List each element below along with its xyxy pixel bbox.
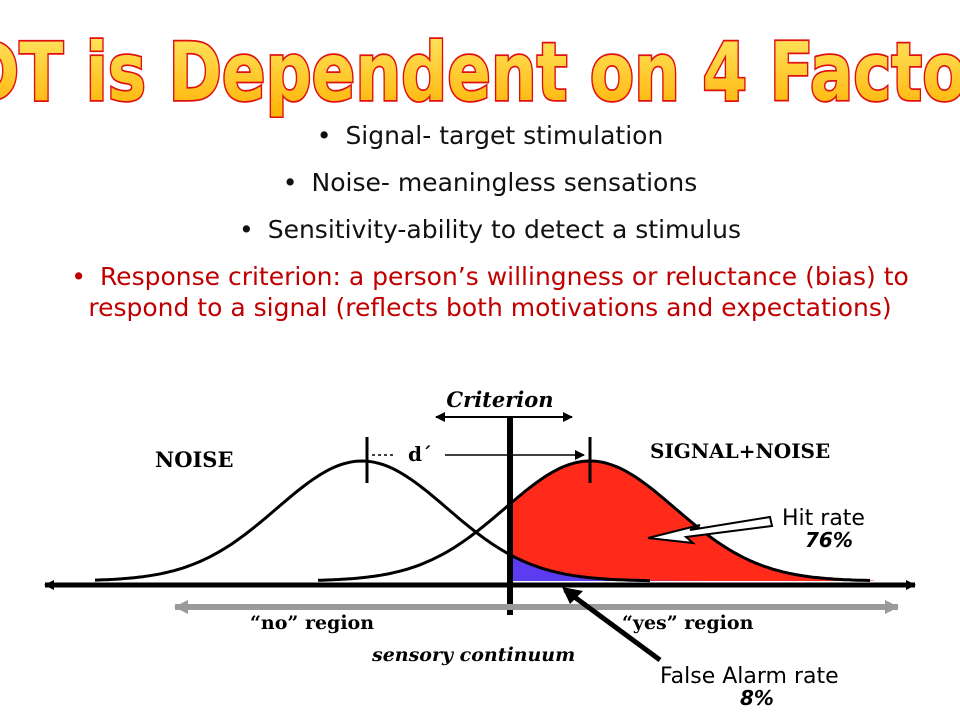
false-alarm-area bbox=[510, 554, 870, 581]
yes-region-label: “yes” region bbox=[622, 612, 754, 634]
bullet-dot-icon: • bbox=[282, 168, 298, 197]
bullet-item-criterion: •Response criterion: a person’s willingn… bbox=[40, 261, 940, 323]
false-alarm-label: False Alarm rate bbox=[660, 664, 839, 689]
bullet-item-signal: • Signal- target stimulation bbox=[40, 120, 940, 151]
hit-rate-value: 76% bbox=[805, 528, 853, 552]
page-title-graphic: SDT is Dependent on 4 Factors bbox=[0, 25, 960, 122]
signal-noise-curve bbox=[317, 459, 871, 582]
criterion-label: Criterion bbox=[446, 387, 553, 412]
signal-noise-label: SIGNAL+NOISE bbox=[650, 439, 830, 463]
noise-curve bbox=[94, 459, 650, 583]
bullet-item-noise: • Noise- meaningless sensations bbox=[40, 167, 940, 198]
page-title: SDT is Dependent on 4 Factors bbox=[0, 26, 960, 118]
hit-rate-label: Hit rate bbox=[782, 506, 865, 531]
bullet-text: Sensitivity-ability to detect a stimulus bbox=[267, 215, 742, 244]
bullet-text: Signal- target stimulation bbox=[345, 121, 664, 150]
bullet-item-sensitivity: • Sensitivity-ability to detect a stimulu… bbox=[40, 214, 940, 245]
bullet-text: Response criterion: a person’s willingne… bbox=[88, 262, 909, 322]
page-title-container: SDT is Dependent on 4 Factors bbox=[0, 8, 960, 122]
dprime-label: d´ bbox=[408, 442, 432, 466]
false-alarm-value: 8% bbox=[740, 686, 774, 710]
false-alarm-pointer-icon bbox=[562, 587, 583, 604]
hit-rate-pointer-icon bbox=[647, 515, 774, 545]
no-region-label: “no” region bbox=[250, 612, 374, 634]
sdt-diagram-svg: Criterion d´ NOISE SIGNAL+NOISE Hit rate… bbox=[44, 387, 916, 710]
bullet-dot-icon: • bbox=[238, 215, 254, 244]
bullet-text: Noise- meaningless sensations bbox=[311, 168, 698, 197]
sensory-continuum-label: sensory continuum bbox=[371, 644, 575, 666]
bullet-dot-icon: • bbox=[316, 121, 332, 150]
noise-label: NOISE bbox=[155, 447, 233, 472]
false-alarm-pointer bbox=[563, 587, 662, 663]
sdt-diagram: Criterion d´ NOISE SIGNAL+NOISE Hit rate… bbox=[0, 385, 960, 720]
bullet-dot-icon: • bbox=[71, 262, 86, 291]
hit-rate-area bbox=[510, 461, 875, 581]
bullet-list: • Signal- target stimulation • Noise- mean… bbox=[40, 120, 940, 323]
